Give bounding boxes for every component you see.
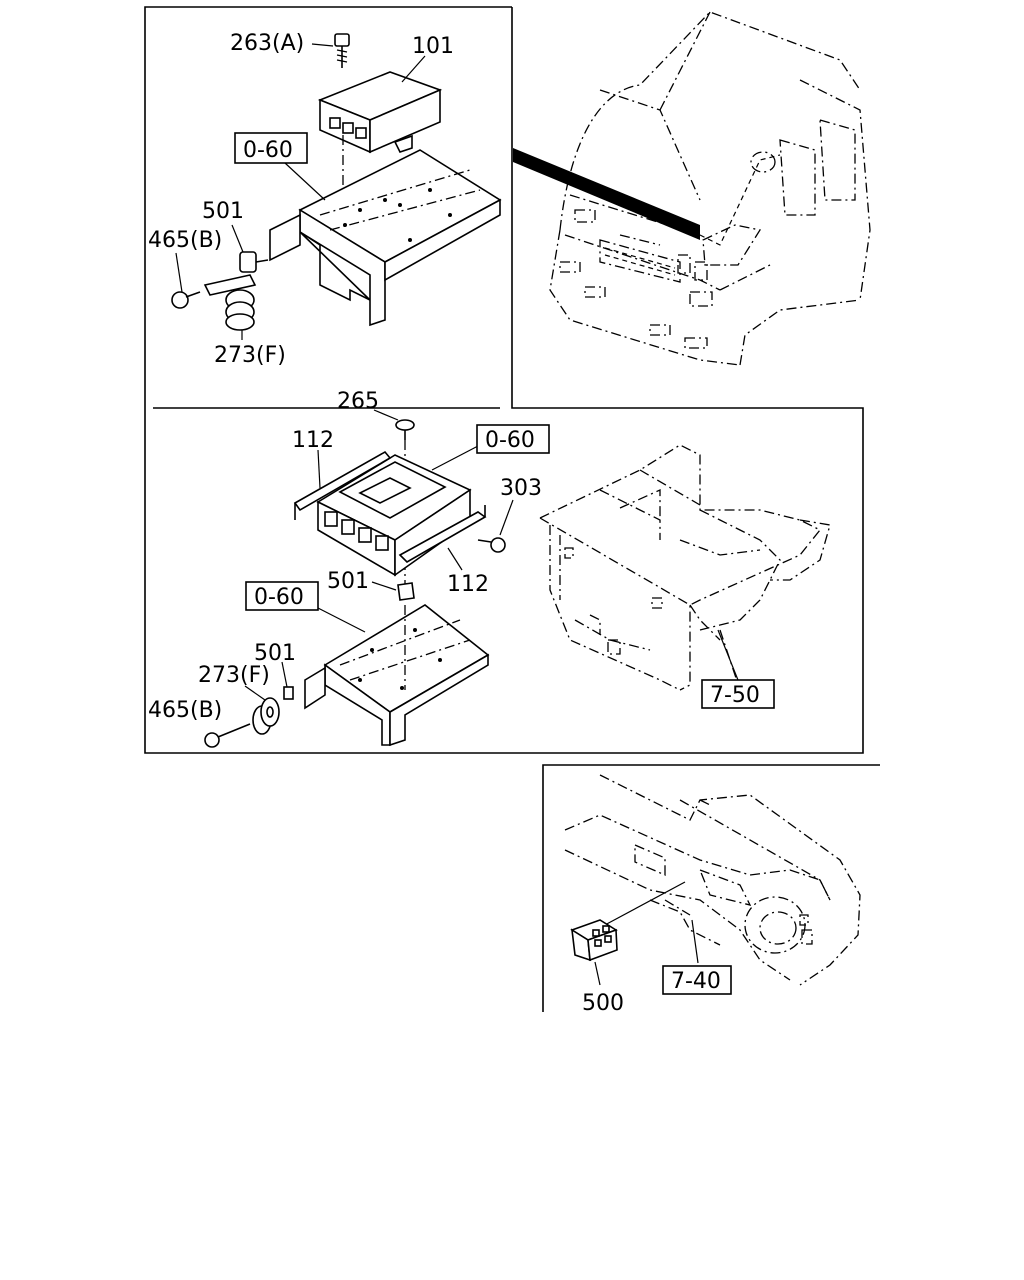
clamp-273-top-icon (203, 274, 257, 331)
diagram-frames (144, 6, 880, 1012)
bolt-263-icon (334, 33, 350, 68)
ref-box-0-60-top (234, 132, 308, 164)
label-273-f-top: 273(F) (214, 343, 286, 368)
truck-cab-illustration (513, 11, 871, 366)
label-7-50: 7-50 (710, 683, 760, 708)
grommet-501-mid-icon (397, 582, 415, 601)
bracket-112-right-icon (398, 505, 487, 563)
mounting-bracket-top-icon (269, 149, 502, 327)
mid-ecu-assembly (204, 409, 514, 748)
label-501-top: 501 (202, 199, 244, 224)
label-465-b-top: 465(B) (148, 228, 222, 253)
bolt-465-top-icon (171, 291, 201, 309)
grommet-501-side-icon (283, 686, 294, 700)
label-501-mid: 501 (327, 569, 369, 594)
label-101: 101 (412, 34, 454, 59)
label-0-60-mid-2: 0-60 (254, 585, 304, 610)
ref-box-0-60-mid-2 (245, 581, 319, 611)
mounting-bracket-mid-icon (304, 604, 490, 747)
bolt-465-mid-icon (204, 723, 251, 748)
bracket-112-left-icon (293, 450, 392, 520)
label-112-left: 112 (292, 428, 334, 453)
control-unit-101-icon (317, 71, 443, 154)
label-500: 500 (582, 991, 624, 1016)
bolt-303-icon (477, 537, 506, 553)
dashboard-illustration (564, 774, 861, 986)
label-265: 265 (337, 389, 379, 414)
label-7-40: 7-40 (671, 969, 721, 994)
top-ecu-assembly (171, 33, 502, 340)
label-501-side: 501 (254, 641, 296, 666)
label-263-a: 263(A) (230, 31, 304, 56)
grommet-501-top-icon (239, 251, 269, 273)
label-112-right: 112 (447, 572, 489, 597)
label-303: 303 (500, 476, 542, 501)
cab-floor-illustration (539, 444, 831, 691)
label-273-f-mid: 273(F) (198, 663, 270, 688)
ref-box-0-60-mid-1 (476, 424, 550, 454)
label-0-60-mid-1: 0-60 (485, 428, 535, 453)
clamp-273-mid-icon (252, 697, 280, 735)
ref-box-7-50 (701, 679, 775, 709)
label-465-b-mid: 465(B) (148, 698, 222, 723)
screw-265-icon (395, 419, 415, 440)
switch-500-icon (570, 919, 618, 962)
ref-box-7-40 (662, 965, 732, 995)
ecu-112-icon (316, 454, 472, 577)
label-0-60-top: 0-60 (243, 138, 293, 163)
